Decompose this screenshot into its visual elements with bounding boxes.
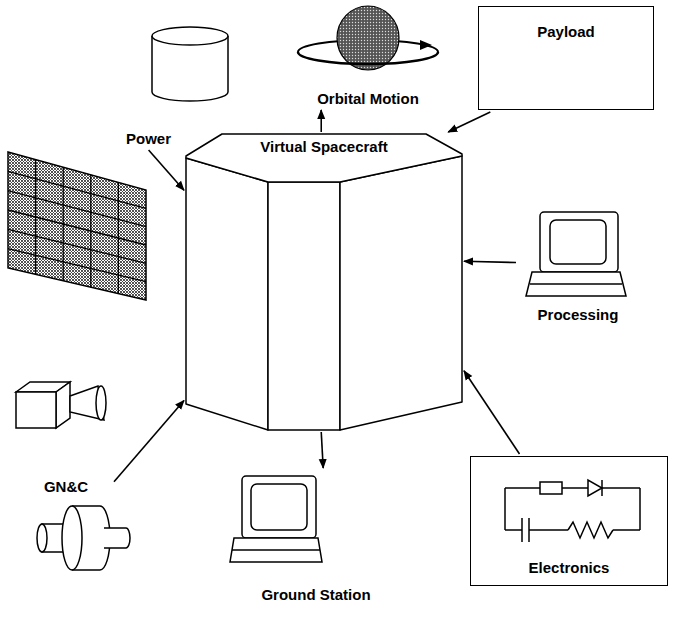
arrow-connector	[320, 110, 322, 132]
sensor-camera	[16, 382, 106, 428]
orbit-icon-node: Orbital Motion	[290, 2, 446, 108]
circuit-schematic	[505, 480, 640, 542]
solar-panel	[8, 152, 146, 300]
computer-monitor	[526, 212, 626, 296]
electronics-box: Electronics	[470, 456, 668, 586]
computer-monitor	[230, 476, 322, 562]
arrow-connector	[149, 150, 184, 190]
node-label: Electronics	[529, 559, 610, 577]
power-icon-node: Power	[112, 22, 234, 148]
node-label: Payload	[537, 23, 595, 41]
battery-cylinder	[152, 27, 228, 101]
arrow-connector	[448, 112, 490, 132]
reaction-wheel	[37, 506, 130, 570]
arrow-connector	[464, 261, 516, 262]
arrow-connector	[114, 400, 184, 481]
globe-icon	[298, 6, 438, 70]
node-label: Virtual Spacecraft	[260, 138, 387, 156]
node-label: Ground Station	[261, 586, 370, 604]
ground-station-node: Ground Station	[226, 470, 406, 606]
node-label: Power	[126, 130, 171, 148]
spacecraft-prism	[186, 134, 462, 430]
node-label: Processing	[538, 306, 619, 324]
arrow-connector	[321, 432, 323, 468]
spacecraft-node: Virtual Spacecraft	[186, 134, 462, 430]
gnc-node: GN&C	[20, 474, 112, 500]
node-label: GN&C	[44, 478, 88, 496]
arrow-connector	[464, 371, 520, 454]
processing-node: Processing	[518, 208, 638, 324]
node-label: Orbital Motion	[317, 90, 419, 108]
payload-box: Payload	[478, 6, 654, 110]
